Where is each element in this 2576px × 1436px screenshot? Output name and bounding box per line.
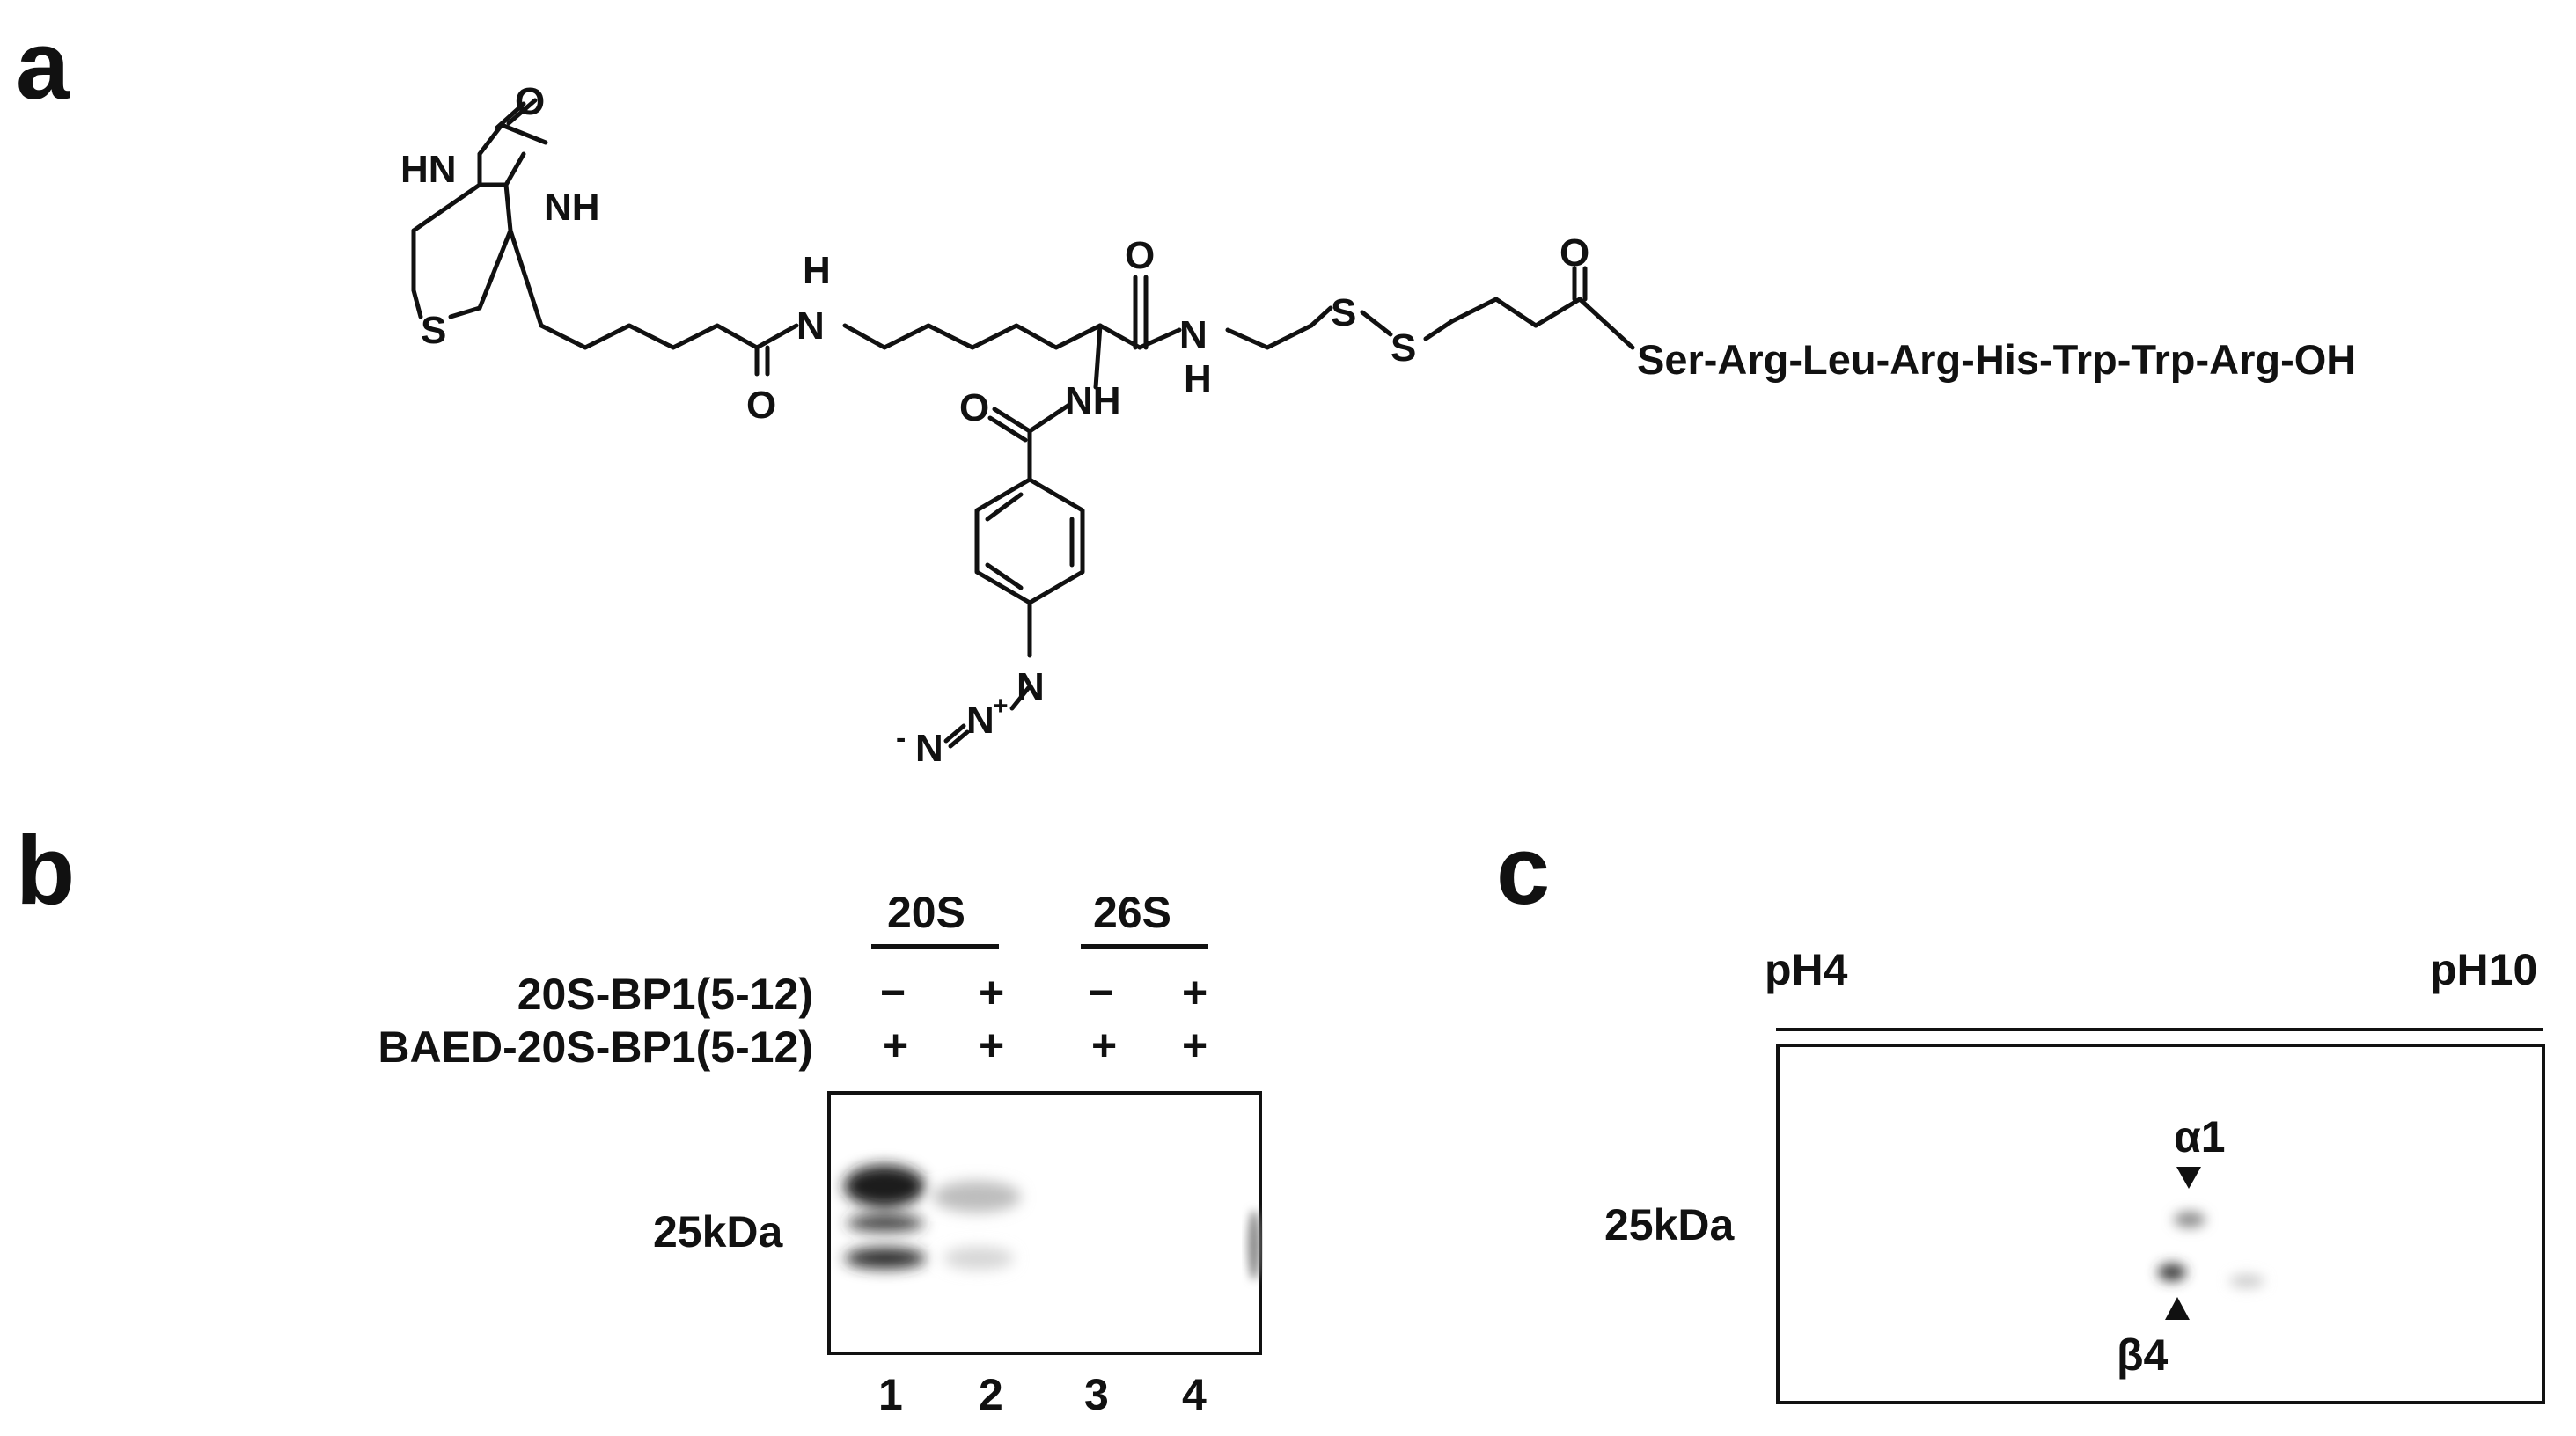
sign-r2-lane4: + <box>1182 1021 1208 1070</box>
blot-edge-smudge <box>1248 1210 1260 1280</box>
lane-number-2: 2 <box>979 1370 1003 1419</box>
band-lane2-upper <box>933 1181 1021 1213</box>
atom-nh: NH <box>544 186 600 229</box>
sign-r2-lane3: + <box>1091 1021 1118 1070</box>
sign-r1-lane2: + <box>979 968 1005 1017</box>
peptide-sequence: Ser-Arg-Leu-Arg-His-Trp-Trp-Arg-OH <box>1637 336 2356 383</box>
sign-r2-lane2: + <box>979 1021 1005 1070</box>
atom-o-ketone: O <box>1560 231 1589 275</box>
atom-o-amide2: O <box>1125 234 1155 277</box>
atom-o-benzoyl: O <box>959 386 989 429</box>
atom-n-amide3: N <box>1179 313 1207 356</box>
group-underline-20s <box>871 944 999 949</box>
band-lane1-upper <box>844 1165 925 1207</box>
ph-high-label: pH10 <box>2430 945 2538 994</box>
atom-h-amide1: H <box>803 249 831 292</box>
atom-nh-lys: NH <box>1065 379 1121 422</box>
panel-c-letter: c <box>1496 817 1551 925</box>
marker-25kda-b: 25kDa <box>653 1207 783 1256</box>
atom-s1: S <box>1331 291 1356 334</box>
row-label-20s-bp1: 20S-BP1(5-12) <box>517 970 813 1019</box>
structure-bonds <box>411 98 1635 749</box>
atom-n-amide1: N <box>796 304 825 348</box>
structure-atoms: O HN NH S N H O O N H NH O S S O N N + N… <box>400 80 2356 770</box>
sign-r2-lane1: + <box>883 1021 909 1070</box>
sign-r1-lane3: − <box>1088 968 1114 1017</box>
chemical-structure: O HN NH S N H O O N H NH O S S O N N + N… <box>400 80 2356 770</box>
western-blot-b <box>827 1091 1262 1355</box>
atom-hn: HN <box>400 148 457 191</box>
row-label-baed-20s-bp1: BAED-20S-BP1(5-12) <box>378 1022 813 1072</box>
atom-o-amide1: O <box>746 384 776 427</box>
band-lane2-lower <box>943 1247 1014 1270</box>
group-label-26s: 26S <box>1093 888 1171 937</box>
spot-label-alpha1: α1 <box>2174 1112 2226 1161</box>
sign-r1-lane4: + <box>1182 968 1208 1017</box>
ph-low-label: pH4 <box>1765 945 1848 994</box>
spot-label-beta4: β4 <box>2117 1330 2169 1380</box>
group-label-20s: 20S <box>887 888 965 937</box>
atom-azide-n3: N <box>915 727 943 770</box>
2d-gel-blot-c <box>1776 1044 2545 1404</box>
group-underline-26s <box>1081 944 1208 949</box>
band-lane1-lower <box>845 1248 926 1269</box>
atom-s2: S <box>1391 326 1416 370</box>
atom-s-ring: S <box>421 309 446 352</box>
lane-number-4: 4 <box>1182 1370 1207 1419</box>
atom-azide-n2: N <box>966 699 994 742</box>
azide-plus: + <box>993 692 1009 721</box>
panel-b-letter: b <box>16 817 76 925</box>
sign-r1-lane1: − <box>880 968 906 1017</box>
spot-beta4 <box>2158 1264 2186 1281</box>
lane-number-3: 3 <box>1084 1370 1109 1419</box>
atom-o-urea: O <box>515 80 545 123</box>
band-lane1-middle <box>847 1215 924 1231</box>
marker-25kda-c: 25kDa <box>1604 1200 1735 1249</box>
lane-number-1: 1 <box>878 1370 903 1419</box>
spot-faint <box>2229 1274 2264 1288</box>
ph-gradient-line <box>1776 1028 2543 1031</box>
arrow-down-icon <box>2176 1167 2201 1189</box>
panel-a-letter: a <box>16 11 70 120</box>
arrow-up-icon <box>2165 1297 2190 1320</box>
azide-minus: - <box>896 722 906 755</box>
atom-h-amide3: H <box>1184 357 1212 400</box>
spot-alpha1 <box>2174 1212 2205 1227</box>
atom-azide-n1: N <box>1016 665 1045 708</box>
